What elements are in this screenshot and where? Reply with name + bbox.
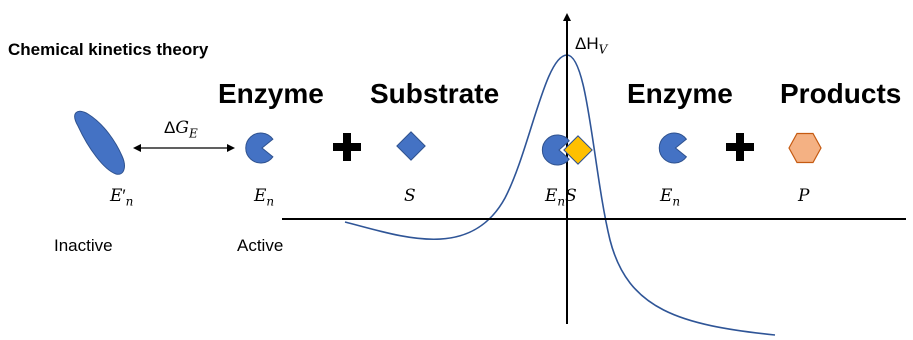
enzyme-heading-left: Enzyme bbox=[218, 78, 324, 109]
active-label: Active bbox=[237, 236, 284, 255]
products-heading: Products bbox=[780, 78, 902, 109]
inactive-enzyme-label: E′n bbox=[110, 186, 134, 209]
enzyme-heading-right: Enzyme bbox=[627, 78, 733, 109]
substrate-label: S bbox=[404, 186, 416, 206]
complex-pacman-icon bbox=[541, 134, 570, 166]
substrate-heading: Substrate bbox=[370, 78, 500, 109]
delta-h-label: ΔHV bbox=[575, 34, 608, 57]
pacman-enzyme-icon bbox=[245, 132, 274, 164]
delta-g-label: ΔGE bbox=[164, 118, 198, 141]
active-enzyme-label: En bbox=[254, 186, 275, 209]
product-label: P bbox=[798, 186, 810, 206]
hexagon-product-icon bbox=[788, 132, 822, 164]
enzyme-product-side-label: En bbox=[660, 186, 681, 209]
page-title: Chemical kinetics theory bbox=[8, 40, 209, 59]
pacman-enzyme-right-icon bbox=[658, 132, 688, 164]
plus-sign-icon bbox=[333, 133, 361, 161]
complex-diamond-substrate-icon bbox=[563, 135, 593, 165]
complex-label: EnS bbox=[545, 186, 577, 209]
inactive-enzyme-shape bbox=[74, 110, 125, 175]
diamond-substrate-icon bbox=[396, 131, 426, 161]
inactive-label: Inactive bbox=[54, 236, 113, 255]
plus-sign-right-icon bbox=[726, 133, 754, 161]
